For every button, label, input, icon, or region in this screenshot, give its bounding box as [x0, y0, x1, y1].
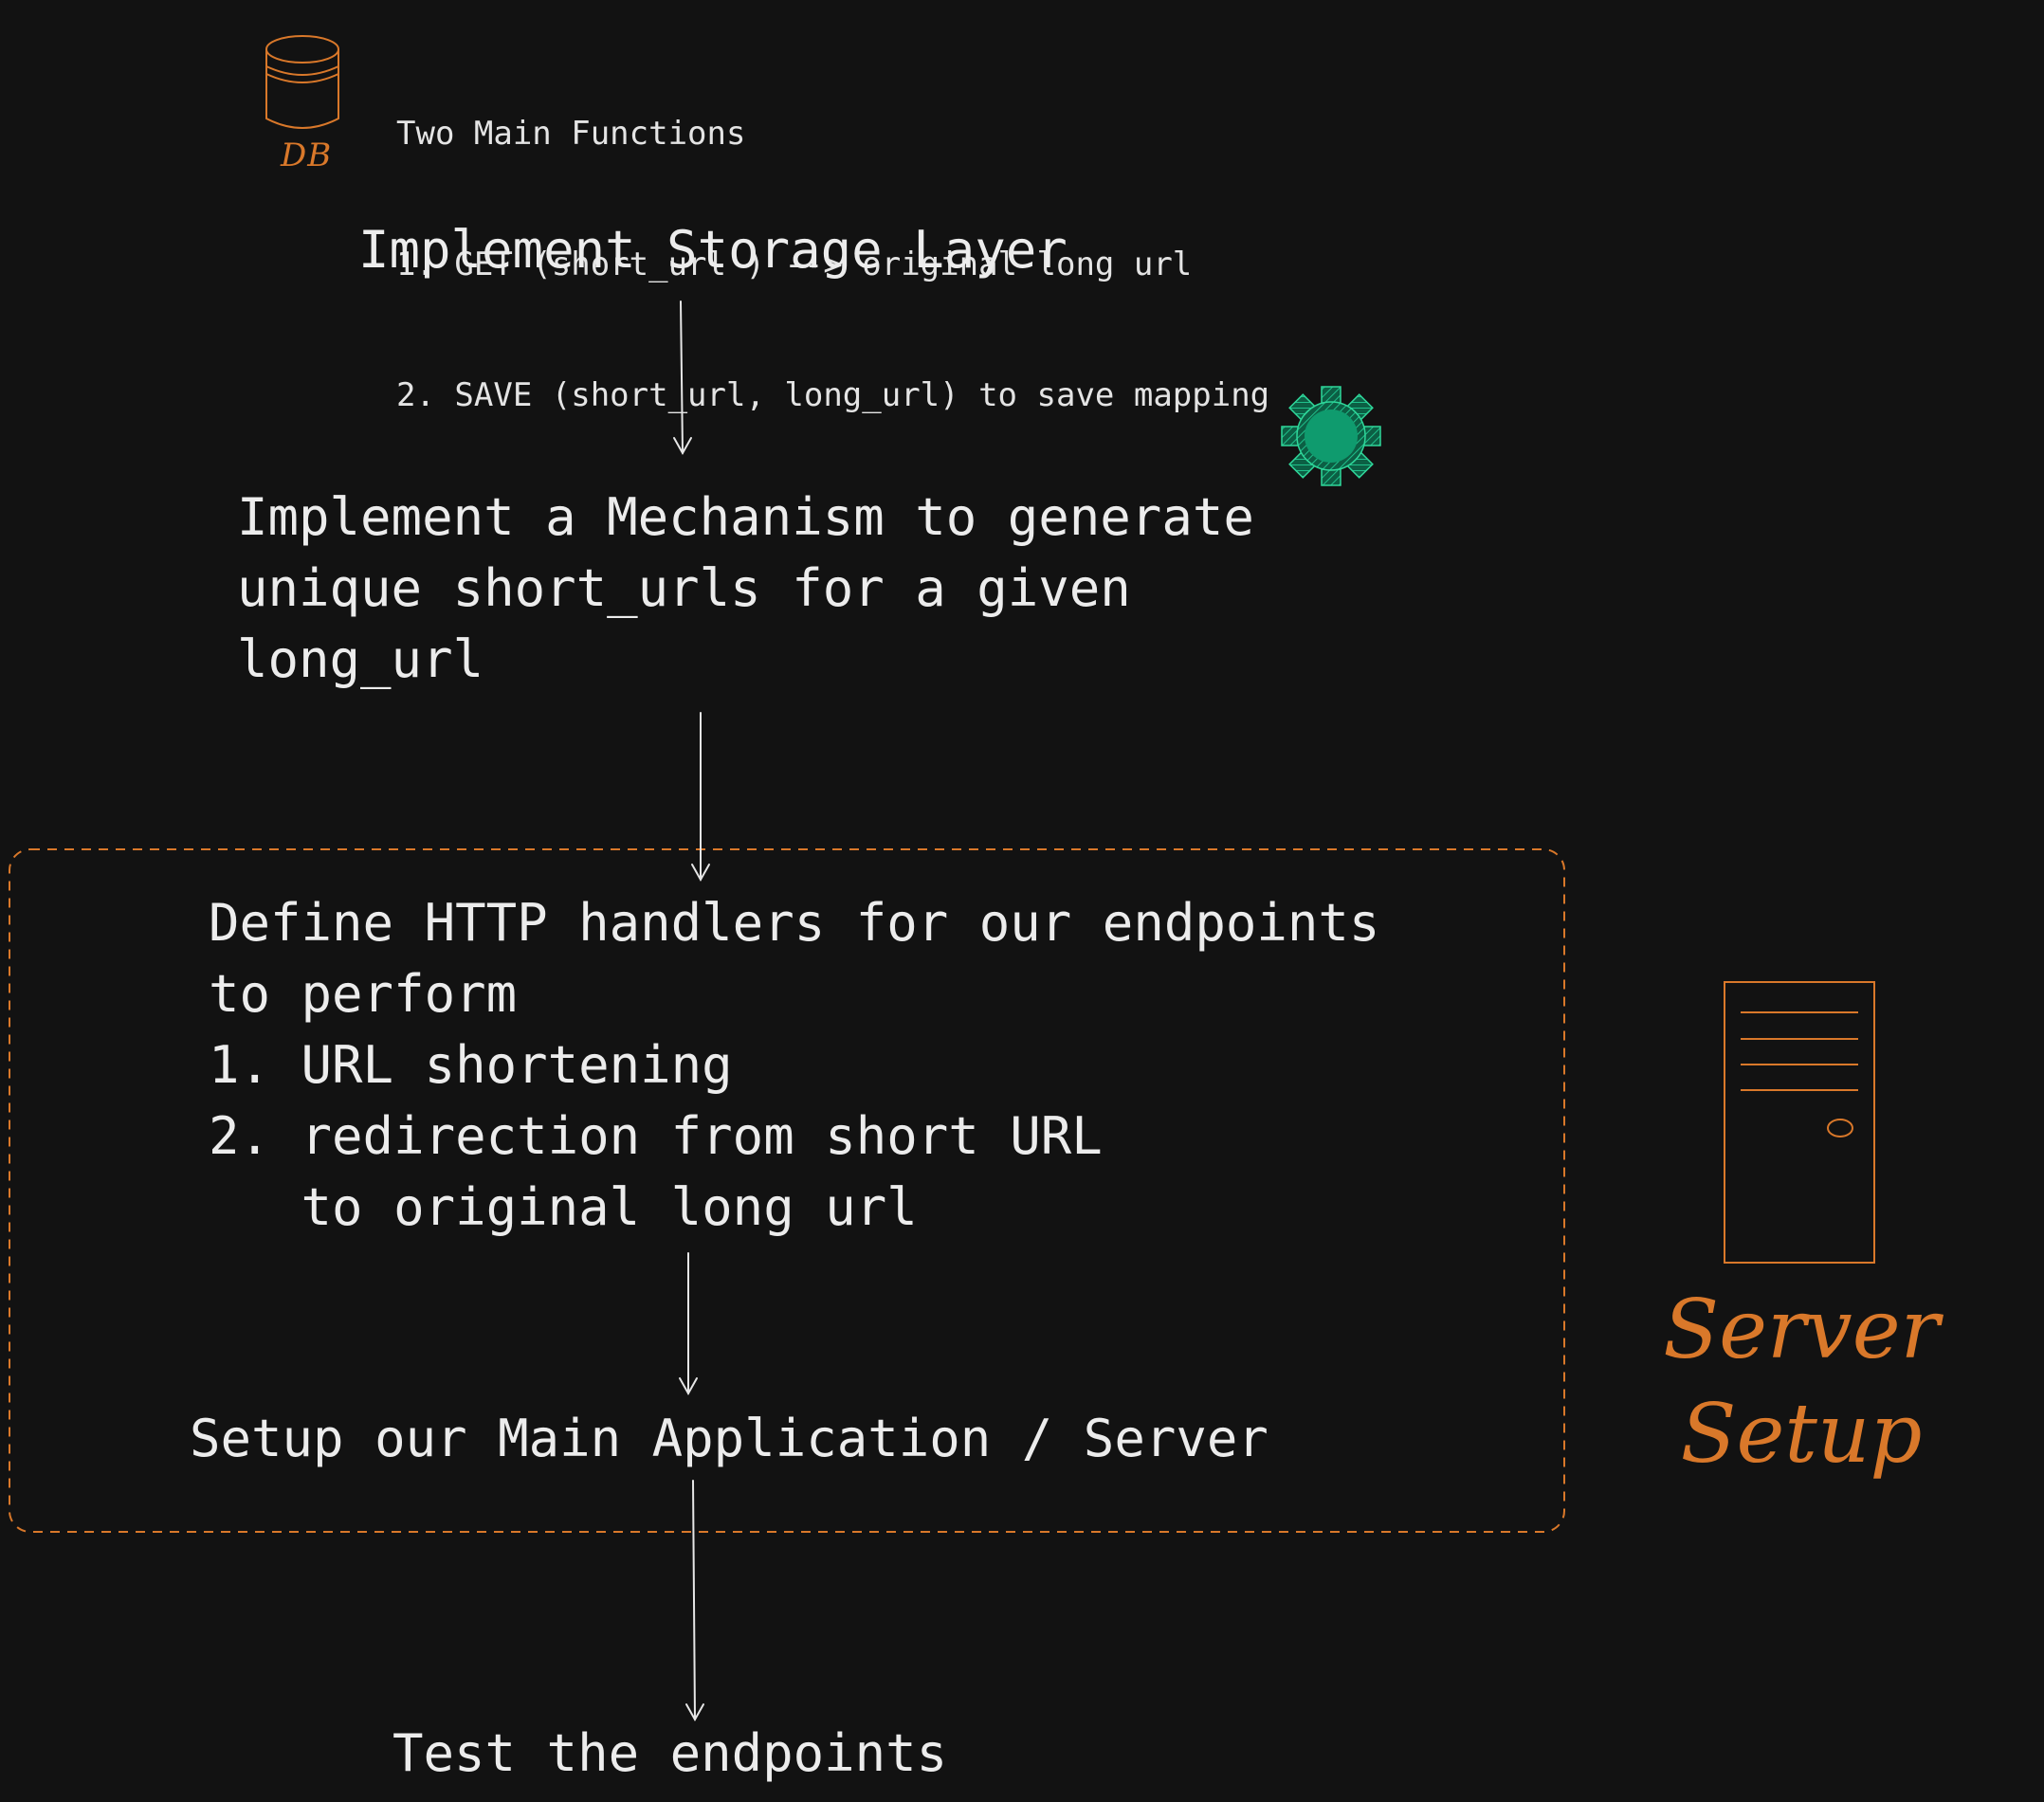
- arrow-mechanism-to-handlers: [691, 712, 710, 883]
- arrow-setup-to-test: [685, 1480, 704, 1722]
- database-icon: [265, 35, 339, 129]
- note-line-get: 1. GET (short_url ) --> original long ur…: [396, 246, 1193, 283]
- gear-icon: [1281, 386, 1381, 486]
- storage-functions-note: Two Main Functions 1. GET (short_url ) -…: [396, 25, 1269, 461]
- server-icon: [1724, 981, 1875, 1264]
- step-test-endpoints: Test the endpoints: [392, 1723, 948, 1783]
- step-short-url-mechanism: Implement a Mechanism to generate unique…: [237, 487, 1254, 689]
- server-setup-group-box: [9, 848, 1565, 1533]
- step-storage-layer: Implement Storage Layer: [358, 220, 1068, 280]
- server-setup-label: Server Setup: [1663, 1283, 1940, 1482]
- step-http-handlers: Define HTTP handlers for our endpoints t…: [209, 893, 1380, 1237]
- note-line-save: 2. SAVE (short_url, long_url) to save ma…: [396, 376, 1270, 414]
- note-line-title: Two Main Functions: [396, 115, 746, 153]
- step-main-application-setup: Setup our Main Application / Server: [190, 1409, 1268, 1468]
- database-label: DB: [281, 137, 333, 174]
- arrow-handlers-to-setup: [679, 1252, 698, 1396]
- arrow-storage-to-mechanism: [673, 300, 692, 456]
